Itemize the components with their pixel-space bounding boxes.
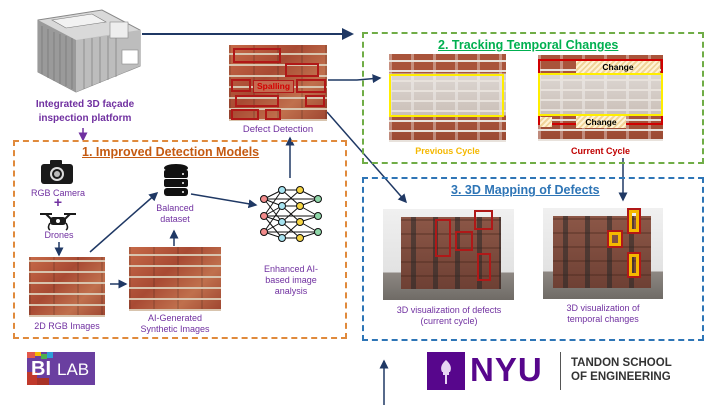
logo-divider [560, 352, 561, 390]
3d-changes-label: 3D visualization of temporal changes [566, 303, 640, 324]
balanced-dataset-label: Balanced dataset [156, 203, 194, 224]
bilab-lab: LAB [57, 360, 90, 379]
previous-defect-region [389, 74, 504, 117]
nyu-logo-square [427, 352, 465, 390]
platform-building-model [32, 6, 144, 94]
drone-icon [40, 213, 76, 231]
tandon-text: TANDON SCHOOL OF ENGINEERING [571, 357, 672, 383]
change-tag-small [540, 117, 552, 127]
3d-changes-model [543, 208, 663, 299]
bilab-bi: BI [31, 358, 51, 380]
current-cycle-image: Change Change [538, 55, 663, 141]
torch-icon [441, 360, 451, 384]
ai-analysis-label: Enhanced AI- based image analysis [263, 264, 319, 296]
bilab-logo: BI LAB [27, 352, 95, 385]
previous-cycle-image [389, 54, 506, 142]
camera-label: RGB Camera [30, 188, 85, 198]
arrow-defect-to-mapping [326, 111, 407, 204]
arrow-dataset-to-ai [190, 193, 258, 209]
section1-title: 1. Improved Detection Models [82, 145, 260, 159]
plus-sign: + [53, 194, 63, 210]
database-icon [164, 164, 188, 196]
arrow-defect-to-previous [328, 74, 382, 84]
section-tracking-changes [362, 32, 704, 164]
neural-network-icon [260, 186, 322, 242]
current-previous-region [538, 73, 663, 116]
spalling-tag: Spalling [253, 80, 295, 93]
change-tag-top: Change [576, 61, 660, 73]
section-improved-detection [13, 140, 347, 339]
platform-label: Integrated 3D façade inspection platform [35, 99, 135, 124]
section-3d-mapping [362, 177, 704, 341]
change-tag-bottom: Change [576, 116, 626, 128]
section2-title: 2. Tracking Temporal Changes [438, 38, 619, 52]
synthetic-images-label: AI-Generated Synthetic Images [140, 313, 210, 334]
3d-defects-model [383, 209, 514, 300]
building-model-icon [37, 9, 141, 93]
defect-detection-label: Defect Detection [242, 124, 314, 135]
rgb-images-image [29, 257, 105, 317]
previous-cycle-label: Previous Cycle [415, 146, 480, 156]
defect-detection-image: Spalling [229, 45, 327, 121]
drones-label: Drones [44, 230, 74, 240]
camera-icon [41, 160, 73, 184]
nyu-wordmark: NYU [470, 351, 543, 388]
arrow-images-to-dataset [89, 192, 159, 253]
rgb-images-label: 2D RGB Images [34, 321, 100, 331]
current-cycle-label: Current Cycle [570, 146, 631, 156]
section3-title: 3. 3D Mapping of Defects [451, 183, 600, 197]
synthetic-images-image [129, 247, 221, 311]
3d-defects-label: 3D visualization of defects (current cyc… [396, 305, 502, 326]
